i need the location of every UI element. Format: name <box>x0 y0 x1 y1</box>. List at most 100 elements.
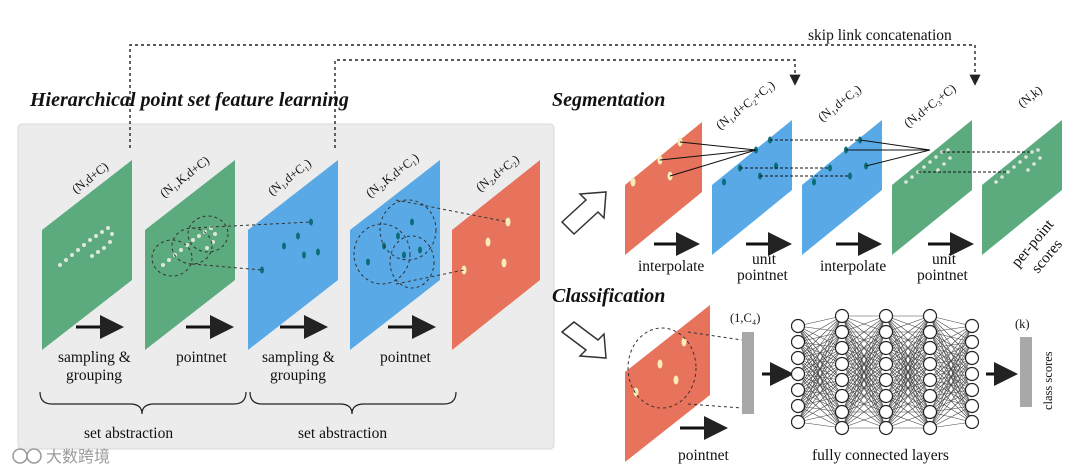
grouped-point-cloud <box>161 226 217 267</box>
branch-arrows <box>560 191 607 359</box>
fc-neuron <box>964 318 980 334</box>
pointnet-label-1: pointnet <box>176 349 227 366</box>
input-point-cloud <box>58 226 114 267</box>
abstracted-points-2 <box>461 217 511 275</box>
fc-neuron <box>878 404 894 420</box>
fc-neuron <box>834 308 850 324</box>
cls-red-points <box>633 337 687 397</box>
fully-connected-network <box>790 308 980 436</box>
fc-neuron <box>922 420 938 436</box>
fc-neuron <box>834 340 850 356</box>
fc-neuron <box>790 350 806 366</box>
seg-copy-lines-2 <box>918 151 1032 173</box>
layer-grouped-abstracted <box>350 160 440 350</box>
set-abstraction-label-1: set abstraction <box>84 425 173 442</box>
seg-output-points <box>994 148 1042 184</box>
fc-neuron <box>834 404 850 420</box>
branch-arrow-classification <box>560 321 607 359</box>
fc-neuron <box>922 308 938 324</box>
fc-neuron <box>834 324 850 340</box>
projection-lines-1 <box>191 221 312 271</box>
layer-grouped-points <box>145 160 235 350</box>
watermark-text: 大数跨境 <box>46 447 110 466</box>
fc-neuron <box>922 340 938 356</box>
fc-neuron <box>964 366 980 382</box>
class-scores-bar <box>1020 337 1032 407</box>
segmentation-title: Segmentation <box>552 89 665 111</box>
fully-connected-label: fully connected layers <box>812 447 949 464</box>
watermark: 大数跨境 <box>12 447 110 466</box>
cls-dim-label-1: (1,C₄) <box>730 311 760 325</box>
seg-dim-label-4: (N,k) <box>1015 83 1045 110</box>
seg-layer-blue-2 <box>802 120 882 255</box>
sampling-grouping-label-1b: grouping <box>66 367 122 384</box>
fc-neuron <box>790 382 806 398</box>
pointnet-label-2: pointnet <box>380 349 431 366</box>
fc-neuron <box>878 388 894 404</box>
fc-neuron <box>878 420 894 436</box>
fc-neuron <box>964 334 980 350</box>
sampling-grouping-label-1a: sampling & <box>58 349 131 366</box>
set-abstraction-braces <box>39 391 457 415</box>
grouping-circles <box>151 215 229 277</box>
fc-neuron <box>964 398 980 414</box>
fc-neuron <box>790 318 806 334</box>
layer-input-points <box>42 160 132 350</box>
fc-neuron <box>878 340 894 356</box>
fc-neuron <box>790 398 806 414</box>
skip-link-label: skip link concatenation <box>808 27 952 44</box>
sampling-grouping-label-2b: grouping <box>270 367 326 384</box>
abstracted-points-1 <box>260 218 320 274</box>
interpolate-label-2: interpolate <box>820 258 886 275</box>
fc-neuron <box>834 420 850 436</box>
fc-neuron <box>834 356 850 372</box>
seg-dim-label-2: (N₁,d+C₃) <box>815 82 864 124</box>
fc-neuron <box>834 372 850 388</box>
hierarchical-title: Hierarchical point set feature learning <box>29 89 349 111</box>
global-feature-bar <box>742 332 754 414</box>
unit-pointnet-label-2a: unit <box>932 251 957 268</box>
seg-copy-lines <box>740 139 860 177</box>
sampling-grouping-label-2a: sampling & <box>262 349 335 366</box>
cls-layer-red <box>625 305 710 462</box>
skip-link-lines <box>129 44 981 148</box>
seg-layer-output <box>982 120 1062 255</box>
fc-neuron <box>964 350 980 366</box>
classification-title: Classification <box>552 285 665 307</box>
interpolate-label-1: interpolate <box>638 258 704 275</box>
class-scores-label: class scores <box>1041 351 1055 410</box>
seg-layer-blue-1 <box>712 120 792 255</box>
set-abstraction-label-2: set abstraction <box>298 425 387 442</box>
fc-neuron <box>878 324 894 340</box>
fc-neuron <box>922 356 938 372</box>
fc-neuron <box>964 382 980 398</box>
fc-neuron <box>878 308 894 324</box>
layer-abstracted-2 <box>452 160 540 350</box>
unit-pointnet-label-1b: pointnet <box>737 267 788 284</box>
layer-abstracted-1 <box>248 160 338 350</box>
fc-neuron <box>922 372 938 388</box>
fc-neuron <box>922 404 938 420</box>
seg-interp-lines <box>659 141 757 177</box>
unit-pointnet-label-2b: pointnet <box>917 267 968 284</box>
cls-dim-label-k: (k) <box>1015 317 1030 331</box>
seg-dim-label-1: (N₁,d+C₂+C₁) <box>713 78 777 132</box>
fc-neuron <box>922 324 938 340</box>
unit-pointnet-label-1a: unit <box>752 251 777 268</box>
grouping-circles-2 <box>353 199 437 289</box>
cls-pooling-ellipse <box>627 327 697 409</box>
fc-neuron <box>878 372 894 388</box>
fc-neuron <box>922 388 938 404</box>
projection-lines-2 <box>395 199 509 285</box>
cls-pointnet-label: pointnet <box>678 447 729 464</box>
fc-neuron <box>964 414 980 430</box>
fc-neuron <box>878 356 894 372</box>
seg-interp-lines-2 <box>846 139 931 167</box>
branch-arrow-segmentation <box>560 191 607 236</box>
seg-layer-green <box>892 120 972 255</box>
fc-neuron <box>790 414 806 430</box>
fc-neuron <box>790 334 806 350</box>
seg-dim-label-3: (N,d+C₃+C) <box>901 81 958 130</box>
fc-neuron <box>834 388 850 404</box>
